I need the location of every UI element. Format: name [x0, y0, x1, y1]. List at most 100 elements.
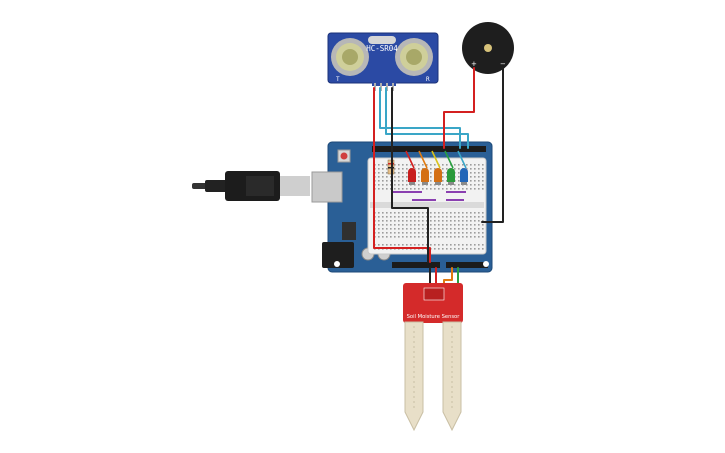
breadboard-hole — [454, 164, 456, 166]
breadboard-hole — [434, 228, 436, 230]
breadboard-hole — [482, 176, 484, 178]
breadboard-hole — [458, 236, 460, 238]
breadboard-hole — [382, 168, 384, 170]
jumper-purple-2 — [446, 191, 466, 193]
buzzer-center — [484, 44, 492, 52]
breadboard-hole — [414, 228, 416, 230]
breadboard-hole — [382, 172, 384, 174]
usb-plug-metal — [280, 176, 310, 196]
breadboard-hole — [442, 224, 444, 226]
breadboard-hole — [398, 164, 400, 166]
breadboard-hole — [446, 236, 448, 238]
transducer-left-center — [342, 49, 358, 65]
breadboard-hole — [478, 228, 480, 230]
breadboard-hole — [406, 216, 408, 218]
breadboard-hole — [470, 244, 472, 246]
breadboard-hole — [394, 164, 396, 166]
wires — [373, 67, 504, 293]
breadboard-hole — [458, 244, 460, 246]
breadboard-hole — [434, 248, 436, 250]
breadboard-hole — [426, 220, 428, 222]
breadboard-hole — [482, 236, 484, 238]
breadboard-hole — [446, 212, 448, 214]
breadboard-hole — [450, 248, 452, 250]
breadboard-hole — [422, 220, 424, 222]
led-legs — [435, 180, 441, 185]
led-legs — [409, 180, 415, 185]
breadboard-hole — [482, 232, 484, 234]
breadboard-hole — [466, 248, 468, 250]
breadboard-hole — [474, 228, 476, 230]
breadboard-hole — [474, 212, 476, 214]
wire-echo — [385, 87, 469, 149]
breadboard-hole — [442, 180, 444, 182]
breadboard-hole — [406, 232, 408, 234]
breadboard-hole — [398, 184, 400, 186]
breadboard-hole — [394, 184, 396, 186]
mount-hole-1 — [334, 261, 340, 267]
breadboard-hole — [470, 188, 472, 190]
breadboard-hole — [478, 232, 480, 234]
breadboard-hole — [462, 164, 464, 166]
breadboard-hole — [466, 228, 468, 230]
breadboard-hole — [478, 224, 480, 226]
breadboard-hole — [394, 220, 396, 222]
led-blue — [460, 168, 468, 182]
breadboard-hole — [474, 164, 476, 166]
breadboard-hole — [414, 188, 416, 190]
breadboard-channel — [370, 202, 484, 208]
breadboard-hole — [450, 244, 452, 246]
usb-cable — [192, 171, 310, 201]
wire-buzzer-plus — [443, 67, 475, 149]
led-legs — [422, 180, 428, 185]
buzzer-minus-mark: − — [500, 60, 506, 68]
breadboard-hole — [410, 232, 412, 234]
breadboard-hole — [402, 180, 404, 182]
breadboard-hole — [406, 228, 408, 230]
breadboard-hole — [430, 168, 432, 170]
breadboard-hole — [466, 244, 468, 246]
buzzer-plus-mark: + — [471, 60, 477, 68]
breadboard-hole — [386, 172, 388, 174]
breadboard-hole — [438, 220, 440, 222]
breadboard-hole — [474, 188, 476, 190]
breadboard-hole — [414, 232, 416, 234]
breadboard-hole — [402, 184, 404, 186]
breadboard-hole — [394, 180, 396, 182]
breadboard-hole — [378, 212, 380, 214]
breadboard-hole — [478, 248, 480, 250]
breadboard-hole — [478, 184, 480, 186]
breadboard-hole — [382, 232, 384, 234]
breadboard-hole — [478, 216, 480, 218]
wire-vcc — [373, 87, 431, 263]
breadboard-hole — [394, 236, 396, 238]
breadboard-hole — [414, 216, 416, 218]
breadboard-hole — [398, 216, 400, 218]
breadboard-hole — [390, 212, 392, 214]
mini-breadboard — [367, 157, 487, 255]
breadboard-hole — [434, 236, 436, 238]
breadboard-hole — [446, 176, 448, 178]
breadboard-hole — [406, 168, 408, 170]
usb-b-port — [311, 171, 343, 203]
breadboard-hole — [478, 220, 480, 222]
breadboard-hole — [402, 216, 404, 218]
breadboard-hole — [394, 228, 396, 230]
breadboard-hole — [450, 212, 452, 214]
breadboard-hole — [482, 248, 484, 250]
breadboard-hole — [406, 176, 408, 178]
breadboard-hole — [414, 220, 416, 222]
breadboard-hole — [454, 184, 456, 186]
breadboard-hole — [410, 164, 412, 166]
breadboard-hole — [394, 232, 396, 234]
power-header — [392, 262, 440, 268]
ultrasonic-sensor: HC-SR04 T R — [327, 32, 439, 91]
breadboard-hole — [378, 216, 380, 218]
breadboard-hole — [390, 184, 392, 186]
breadboard-hole — [378, 172, 380, 174]
breadboard-hole — [382, 220, 384, 222]
breadboard-hole — [478, 244, 480, 246]
breadboard-hole — [430, 216, 432, 218]
breadboard-hole — [394, 244, 396, 246]
breadboard-hole — [454, 168, 456, 170]
